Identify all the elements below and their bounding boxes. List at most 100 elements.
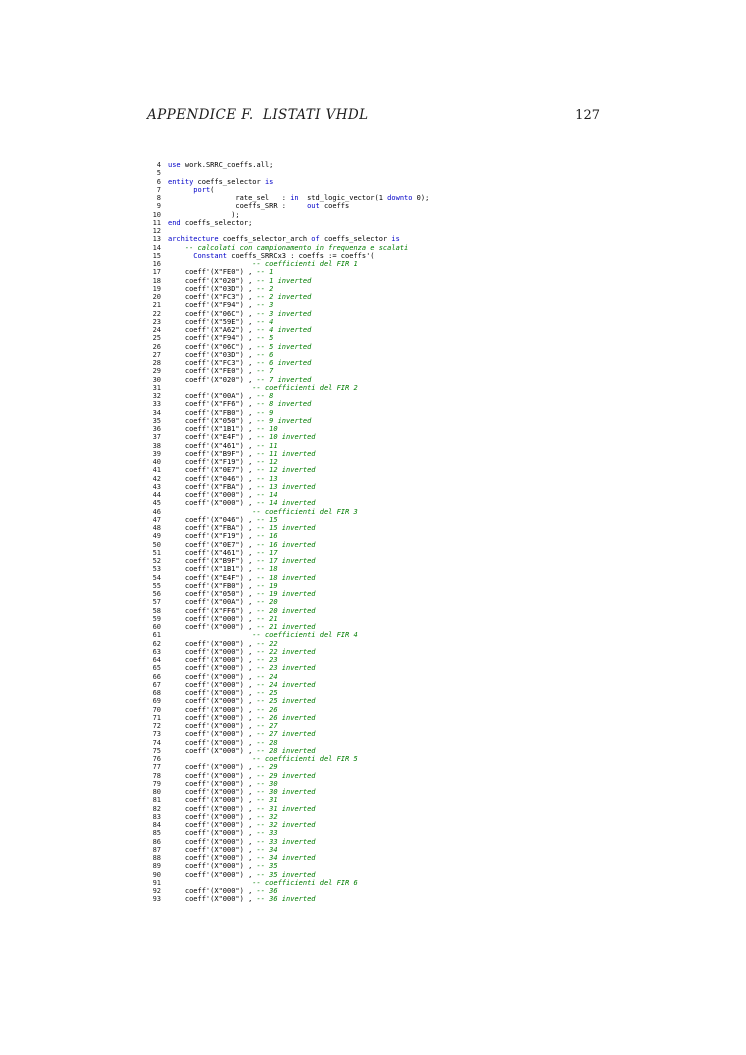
line-number: 72	[152, 722, 161, 730]
code-token: coeff'(X"000") ,	[168, 845, 257, 854]
comment-token: -- 11	[256, 441, 278, 450]
line-number: 25	[152, 334, 161, 343]
line-number: 63	[152, 647, 161, 656]
code-line: 32 coeff'(X"00A") , -- 8	[141, 392, 429, 400]
code-line: 76 -- coefficienti del FIR 5	[141, 755, 429, 763]
code-line: 34 coeff'(X"FB0") , -- 9	[141, 409, 429, 417]
code-token: coeff'(X"000") ,	[168, 887, 257, 895]
line-number: 14	[152, 243, 161, 252]
comment-token: -- 31	[256, 796, 278, 805]
line-number: 49	[152, 532, 161, 541]
line-number: 93	[152, 895, 161, 904]
comment-token: -- 13 inverted	[256, 482, 316, 491]
comment-token: -- 21 inverted	[256, 623, 316, 631]
code-text: coeff'(X"000") , -- 33 inverted	[168, 838, 316, 846]
code-text: port(	[168, 186, 214, 194]
line-number: 59	[152, 614, 161, 623]
code-line: 23 coeff'(X"59E") , -- 4	[141, 318, 429, 326]
line-number: 39	[152, 449, 161, 458]
line-number: 68	[152, 689, 161, 697]
code-token	[168, 755, 252, 763]
code-token: coeff'(X"000") ,	[168, 647, 257, 656]
comment-token: -- 16 inverted	[256, 540, 316, 549]
code-text: coeff'(X"FB0") , -- 19	[168, 582, 278, 590]
line-number: 34	[152, 408, 161, 417]
code-line: 45 coeff'(X"000") , -- 14 inverted	[141, 499, 429, 507]
line-number: 20	[152, 293, 161, 301]
line-number: 36	[152, 425, 161, 433]
comment-token: -- 19 inverted	[256, 590, 316, 598]
code-line: 90 coeff'(X"000") , -- 35 inverted	[141, 871, 429, 879]
code-text: coeff'(X"B9F") , -- 11 inverted	[168, 450, 316, 458]
code-token: work.SRRC_coeffs.all;	[180, 161, 274, 169]
code-line: 38 coeff'(X"461") , -- 11	[141, 442, 429, 450]
code-token: coeff'(X"000") ,	[168, 614, 257, 623]
code-token: coeff'(X"FF6") ,	[168, 400, 257, 409]
code-text: coeff'(X"000") , -- 24 inverted	[168, 681, 316, 689]
line-number: 21	[152, 301, 161, 310]
code-text: coeff'(X"A62") , -- 4 inverted	[168, 326, 311, 334]
comment-token: -- 2 inverted	[256, 293, 312, 301]
code-line: 12	[141, 227, 429, 235]
code-text: coeff'(X"03D") , -- 2	[168, 285, 274, 293]
comment-token: -- 14	[256, 491, 278, 499]
code-token: coeff'(X"000") ,	[168, 689, 257, 697]
code-text: coeff'(X"000") , -- 32	[168, 813, 278, 821]
code-line: 14 -- calcolati con campionamento in fre…	[141, 244, 429, 252]
comment-token: -- 27	[256, 722, 278, 730]
code-token: coeff'(X"000") ,	[168, 763, 257, 772]
code-line: 55 coeff'(X"FB0") , -- 19	[141, 582, 429, 590]
code-text: coeff'(X"050") , -- 19 inverted	[168, 590, 316, 598]
line-number: 90	[152, 870, 161, 879]
line-number: 45	[152, 499, 161, 508]
code-text: coeff'(X"020") , -- 1 inverted	[168, 277, 311, 285]
code-text: coeff'(X"FE0") , -- 7	[168, 367, 274, 375]
line-number: 37	[152, 433, 161, 442]
line-number: 79	[152, 779, 161, 788]
code-text: coeff'(X"FF6") , -- 20 inverted	[168, 607, 316, 615]
line-number: 70	[152, 705, 161, 714]
code-token: coeff'(X"E4F") ,	[168, 573, 257, 582]
line-number: 38	[152, 441, 161, 450]
code-token: coeff'(X"000") ,	[168, 705, 257, 714]
comment-token: -- 3 inverted	[256, 309, 312, 318]
code-token: coeff'(X"FBA") ,	[168, 482, 257, 491]
code-line: 27 coeff'(X"03D") , -- 6	[141, 351, 429, 359]
code-text: coeff'(X"000") , -- 30	[168, 780, 278, 788]
line-number: 50	[152, 540, 161, 549]
code-text: coeff'(X"000") , -- 34 inverted	[168, 854, 316, 862]
code-text: coeff'(X"461") , -- 11	[168, 442, 278, 450]
code-line: 16 -- coefficienti del FIR 1	[141, 260, 429, 268]
comment-token: -- 31 inverted	[256, 804, 316, 813]
code-text: coeff'(X"0E7") , -- 16 inverted	[168, 541, 316, 549]
code-token: coeff'(X"461") ,	[168, 441, 257, 450]
line-number: 60	[152, 623, 161, 631]
line-number: 54	[152, 573, 161, 582]
code-token: coeff'(X"050") ,	[168, 590, 257, 598]
code-token: coeff'(X"046") ,	[168, 515, 257, 524]
code-token	[168, 186, 193, 194]
code-token: rate_sel :	[168, 194, 291, 202]
line-number: 53	[152, 565, 161, 574]
code-text: coeff'(X"03D") , -- 6	[168, 350, 274, 359]
line-number: 26	[152, 342, 161, 351]
comment-token: -- 6	[256, 350, 274, 359]
code-token: coeff'(X"000") ,	[168, 491, 257, 499]
keyword-token: is	[391, 235, 400, 244]
code-text: use work.SRRC_coeffs.all;	[168, 161, 273, 169]
code-line: 77 coeff'(X"000") , -- 29	[141, 763, 429, 771]
code-text: coeff'(X"000") , -- 22	[168, 640, 278, 648]
comment-token: -- 17 inverted	[256, 557, 316, 565]
code-line: 31 -- coefficienti del FIR 2	[141, 384, 429, 392]
comment-token: -- 5	[256, 334, 274, 343]
comment-token: -- 1	[256, 268, 274, 277]
code-line: 26 coeff'(X"06C") , -- 5 inverted	[141, 343, 429, 351]
comment-token: -- 12 inverted	[256, 466, 316, 475]
comment-token: -- 25 inverted	[256, 697, 316, 706]
line-number: 51	[152, 548, 161, 557]
code-text: coeff'(X"F19") , -- 16	[168, 532, 278, 540]
code-text: -- coefficienti del FIR 3	[168, 508, 357, 516]
code-line: 63 coeff'(X"000") , -- 22 inverted	[141, 648, 429, 656]
code-text: -- coefficienti del FIR 6	[168, 879, 357, 887]
